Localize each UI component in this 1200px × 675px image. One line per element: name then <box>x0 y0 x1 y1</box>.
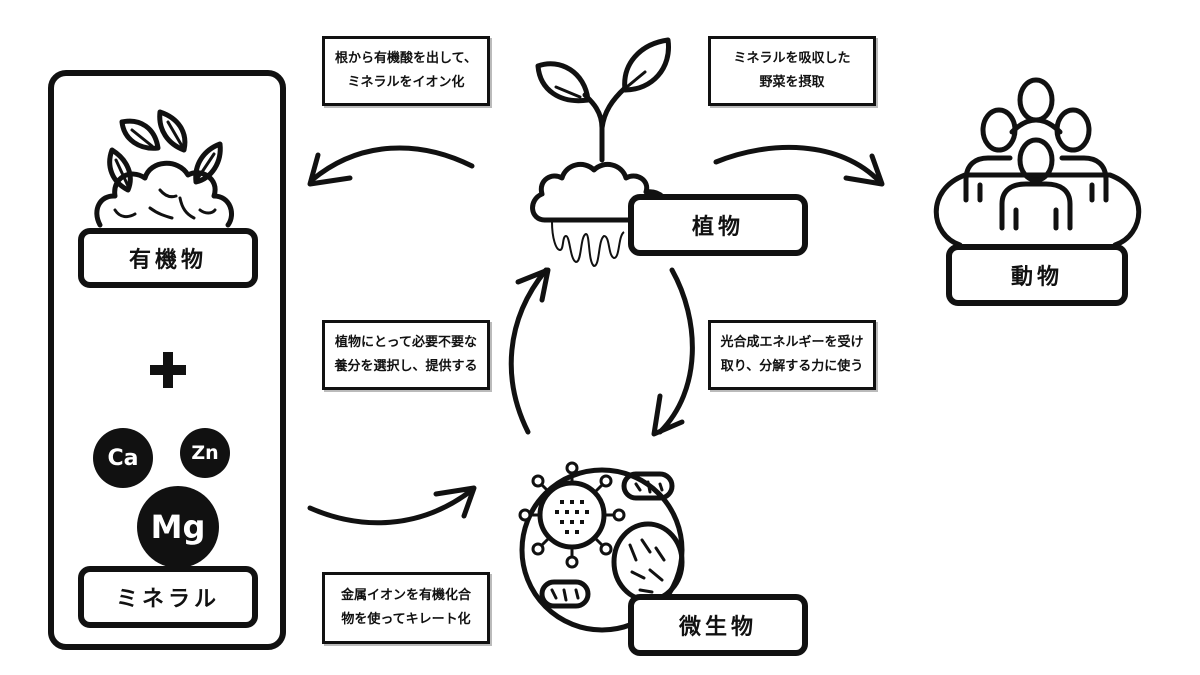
arrow-plant-to-organic <box>307 145 475 187</box>
organic-label-text: 有機物 <box>128 248 207 273</box>
caption-plant-to-microbe: 光合成エネルギーを受け 取り、分解する力に使う <box>708 320 876 390</box>
mineral-label-text: ミネラル <box>115 587 220 612</box>
caption-plant-to-animal: ミネラルを吸収した 野菜を摂取 <box>708 36 876 106</box>
magnesium-element-icon: Mg <box>137 486 219 568</box>
arrow-microbe-to-plant <box>508 267 551 435</box>
mineral-label: ミネラル <box>78 566 258 628</box>
arrow-mineral-to-microbe <box>307 485 477 526</box>
plant-label-text: 植物 <box>691 215 744 240</box>
calcium-element-icon: Ca <box>93 428 153 488</box>
leaves-soil-icon <box>94 109 234 228</box>
caption-plant-to-organic: 根から有機酸を出して、 ミネラルをイオン化 <box>322 36 490 106</box>
people-group-icon <box>933 77 1142 248</box>
virus-icon <box>518 461 626 569</box>
microbe-label: 微生物 <box>628 594 808 656</box>
zinc-element-icon: Zn <box>180 428 230 478</box>
sprout-icon <box>530 37 671 268</box>
caption-mineral-to-microbe: 金属イオンを有機化合 物を使ってキレート化 <box>322 572 490 644</box>
arrow-plant-to-microbe <box>651 267 695 437</box>
arrow-plant-to-animal <box>713 144 885 187</box>
microorganisms-icon <box>518 461 685 633</box>
animal-label: 動物 <box>946 244 1128 306</box>
microbe-label-text: 微生物 <box>678 615 757 640</box>
plus-icon <box>150 352 186 388</box>
caption-microbe-to-plant: 植物にとって必要不要な 養分を選択し、提供する <box>322 320 490 390</box>
organic-label: 有機物 <box>78 228 258 288</box>
plant-label: 植物 <box>628 194 808 256</box>
animal-label-text: 動物 <box>1010 265 1063 290</box>
